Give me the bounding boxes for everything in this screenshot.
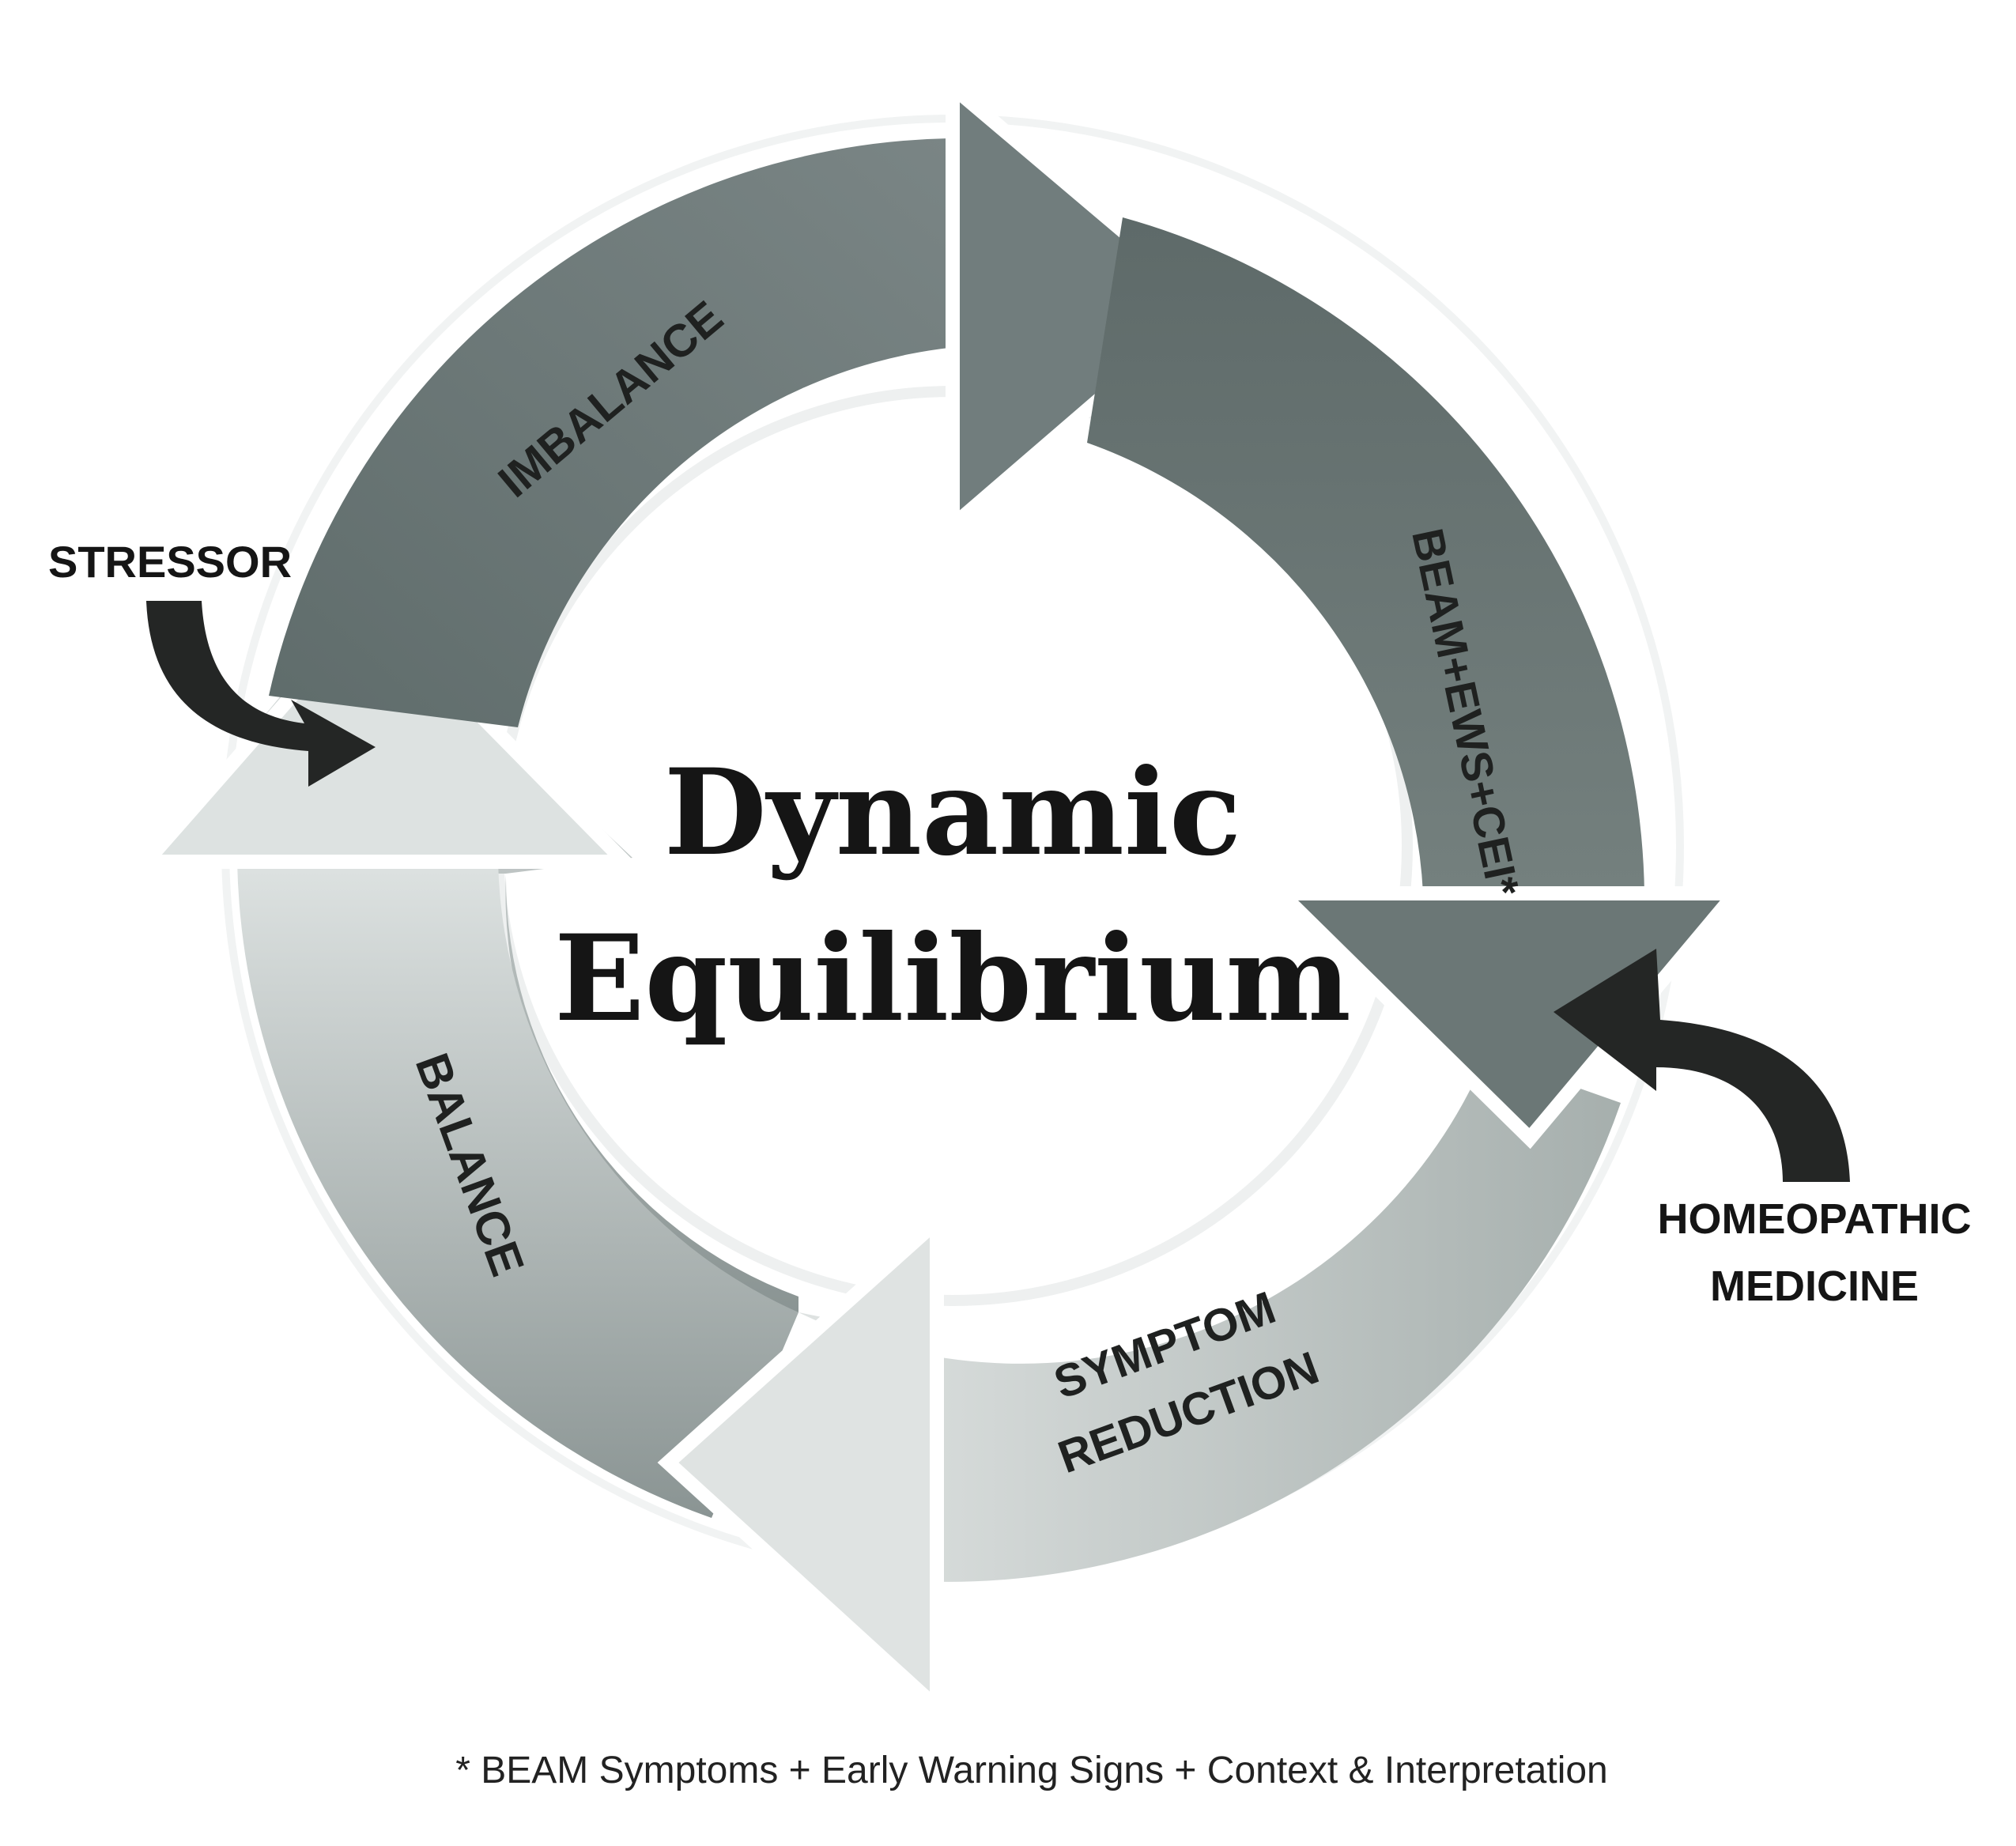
beam-band (1087, 217, 1644, 893)
stressor-label: STRESSOR (48, 537, 292, 587)
balance-band (237, 862, 798, 1518)
symptom-arrow-head (657, 1205, 944, 1724)
footnote: * BEAM Symptoms + Early Warning Signs + … (455, 1750, 1608, 1791)
homeopathic-label-line1: HOMEOPATHIC (1658, 1195, 1972, 1243)
homeopathic-label-line2: MEDICINE (1710, 1263, 1919, 1310)
center-title-line2: Equilibrium (554, 909, 1351, 1048)
imbalance-arrow-head (946, 71, 1221, 542)
homeopathic-arrow-icon (1554, 949, 1850, 1182)
center-title-line1: Dynamic (664, 743, 1242, 882)
symptom-band (798, 1055, 1621, 1582)
imbalance-band (269, 138, 949, 727)
stressor-arrow-icon (146, 601, 376, 787)
